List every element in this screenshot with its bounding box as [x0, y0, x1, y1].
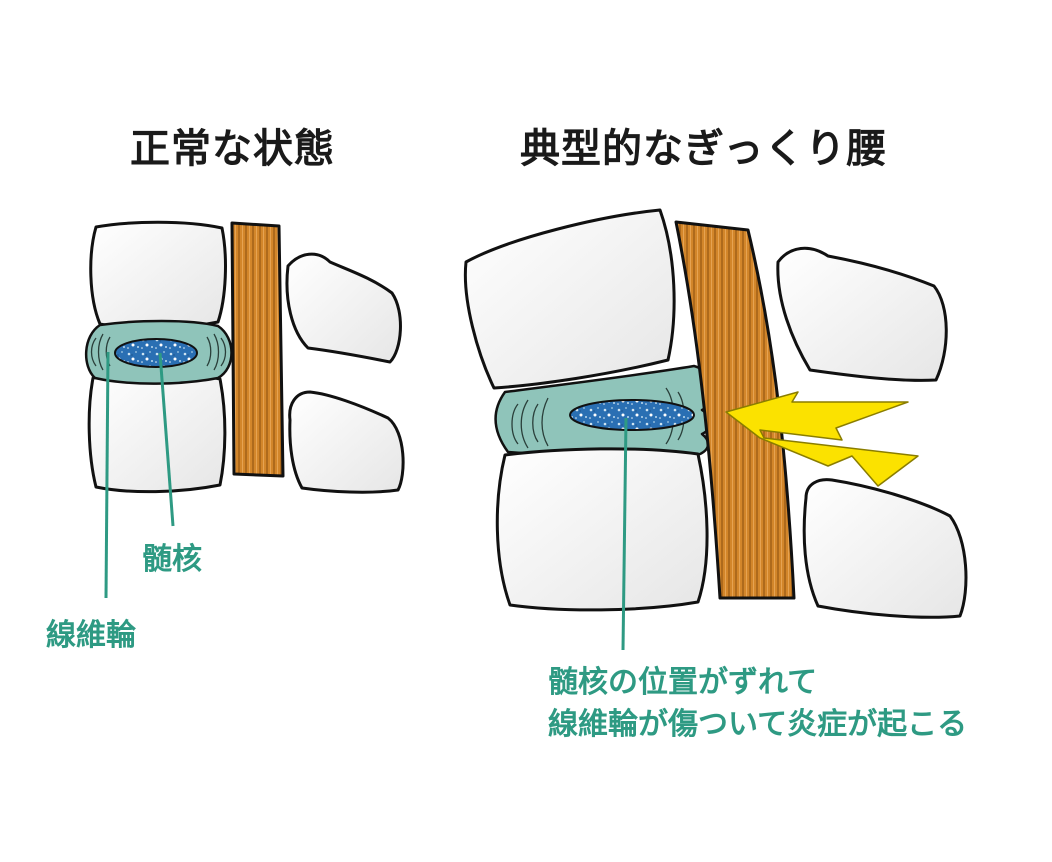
gikkuri-note-line-1: 髄核の位置がずれて — [548, 665, 818, 700]
gikkuri-upper-facet — [776, 246, 948, 382]
gikkuri-title: 典型的なぎっくり腰 — [520, 126, 888, 172]
pain-lightning-icon — [725, 391, 919, 487]
normal-nucleus-pointer-line — [158, 352, 175, 527]
normal-lower-facet — [288, 390, 405, 494]
normal-state-title: 正常な状態 — [130, 126, 335, 172]
normal-nucleus — [114, 338, 198, 368]
gikkuri-lower-vertebra — [495, 447, 709, 612]
gikkuri-note-line-2: 線維輪が傷ついて炎症が起こる — [548, 707, 968, 742]
gikkuri-spine-group — [463, 208, 968, 651]
annulus-label: 線維輪 — [46, 618, 136, 653]
normal-ligament — [230, 221, 285, 478]
normal-lower-vertebra — [87, 371, 227, 494]
nucleus-label: 髄核 — [142, 542, 202, 577]
normal-annulus-rings — [90, 333, 227, 371]
gikkuri-nucleus-pointer-line — [621, 417, 628, 651]
normal-annulus-pointer-line — [104, 351, 110, 599]
gikkuri-upper-vertebra — [463, 208, 676, 390]
gikkuri-lower-facet — [802, 478, 968, 619]
normal-upper-vertebra — [89, 220, 227, 331]
normal-spine-group — [84, 220, 405, 599]
gikkuri-nucleus — [569, 399, 695, 431]
normal-upper-facet — [285, 252, 402, 364]
